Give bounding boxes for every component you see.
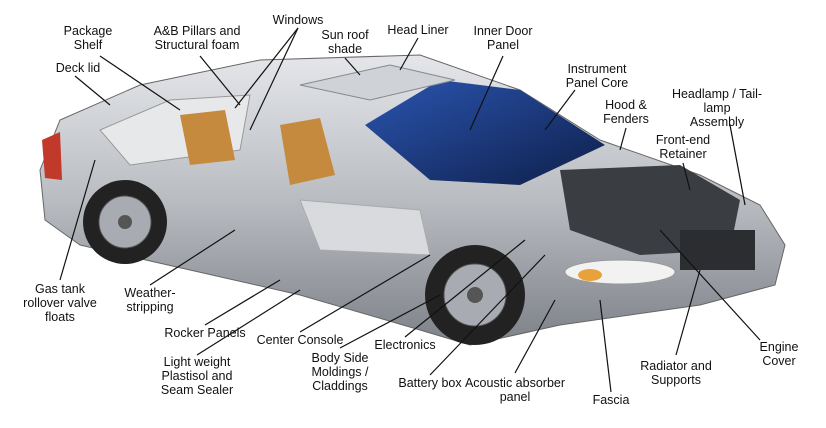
- label-center-console: Center Console: [256, 333, 344, 347]
- rear-seat: [180, 110, 235, 165]
- label-package-shelf: Package Shelf: [63, 24, 113, 52]
- label-plastisol: Light weight Plastisol and Seam Sealer: [160, 355, 234, 397]
- label-acoustic-panel: Acoustic absorber panel: [464, 376, 566, 404]
- label-instrument-panel: Instrument Panel Core: [565, 62, 629, 90]
- label-head-liner: Head Liner: [387, 23, 449, 37]
- label-battery-box: Battery box: [398, 376, 462, 390]
- label-ab-pillars: A&B Pillars and Structural foam: [153, 24, 241, 52]
- fog-lamp: [578, 269, 602, 281]
- windshield: [365, 80, 605, 185]
- front-seat: [280, 118, 335, 185]
- radiator: [680, 230, 755, 270]
- sunroof: [299, 64, 456, 101]
- label-weather-stripping: Weather- stripping: [124, 286, 176, 314]
- front-wheel: [425, 245, 525, 345]
- label-electronics: Electronics: [374, 338, 436, 352]
- label-engine-cover: Engine Cover: [759, 340, 799, 368]
- label-gas-tank: Gas tank rollover valve floats: [23, 282, 97, 324]
- label-front-end-retainer: Front-end Retainer: [655, 133, 711, 161]
- label-rocker-panels: Rocker Panels: [164, 326, 246, 340]
- leader-lines: [59, 27, 761, 393]
- label-inner-door-panel: Inner Door Panel: [473, 24, 533, 52]
- label-body-side-moldings: Body Side Moldings / Claddings: [311, 351, 369, 393]
- label-fascia: Fascia: [592, 393, 630, 407]
- label-sun-roof: Sun roof shade: [321, 28, 369, 56]
- label-hood-fenders: Hood & Fenders: [603, 98, 649, 126]
- label-radiator: Radiator and Supports: [640, 359, 712, 387]
- rear-wheel: [83, 180, 167, 264]
- label-deck-lid: Deck lid: [55, 61, 101, 75]
- label-headlamp: Headlamp / Tail-lamp Assembly: [671, 87, 763, 129]
- tail-lamp: [42, 132, 62, 180]
- label-windows: Windows: [272, 13, 324, 27]
